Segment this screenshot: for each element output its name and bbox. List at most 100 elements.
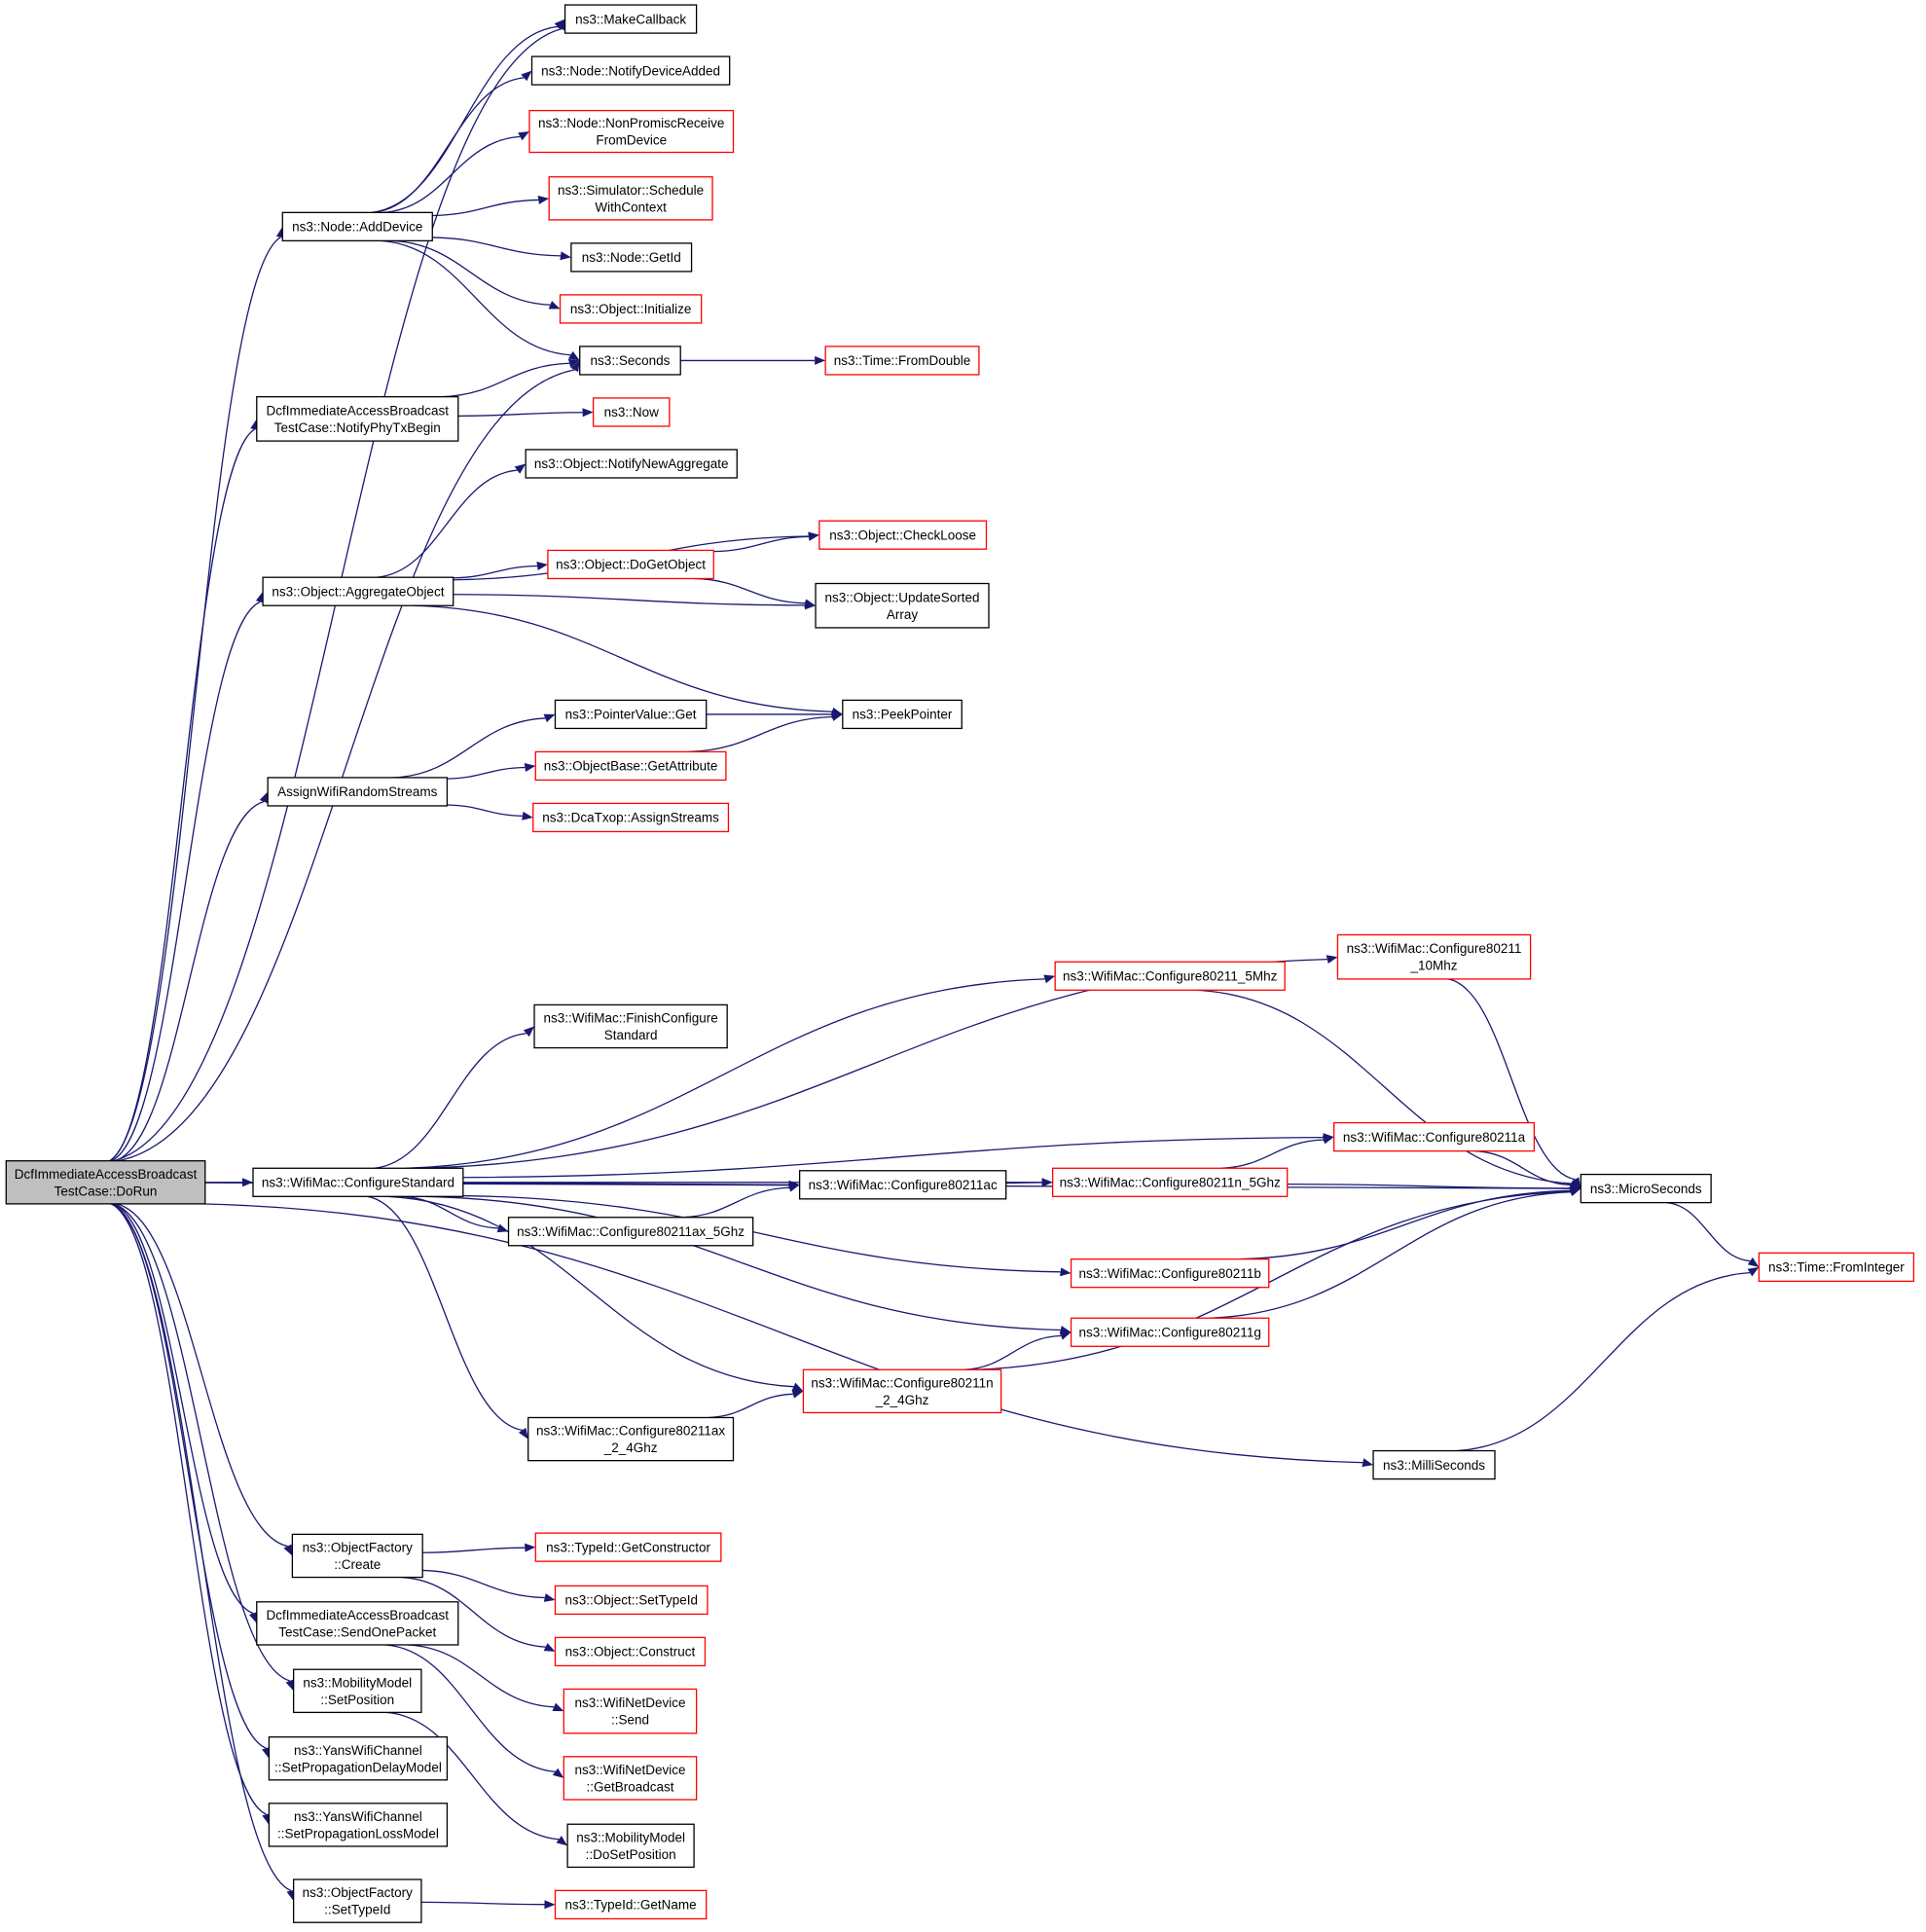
arrowhead — [543, 713, 556, 723]
node-ofcreate[interactable]: ns3::ObjectFactory::Create — [291, 1533, 423, 1579]
node-c80211n24[interactable]: ns3::WifiMac::Configure80211n_2_4Ghz — [802, 1368, 1002, 1414]
node-milli[interactable]: ns3::MilliSeconds — [1372, 1449, 1496, 1480]
node-getid[interactable]: ns3::Node::GetId — [570, 242, 693, 273]
node-notifyagg[interactable]: ns3::Object::NotifyNewAggregate — [525, 449, 738, 479]
edge-cfgstd-to-c80211ax24 — [367, 1195, 528, 1440]
arrowhead — [567, 350, 580, 361]
node-label: ns3::WifiNetDevice — [574, 1763, 685, 1777]
arrowhead — [1326, 955, 1338, 965]
edge-root-to-notifyphy — [109, 419, 260, 1162]
node-aggobj[interactable]: ns3::Object::AggregateObject — [262, 576, 454, 606]
node-box — [1333, 1121, 1536, 1152]
node-label: DcfImmediateAccessBroadcast — [266, 403, 449, 418]
node-getname[interactable]: ns3::TypeId::GetName — [554, 1889, 708, 1920]
node-makecb[interactable]: ns3::MakeCallback — [563, 4, 698, 34]
node-objinit[interactable]: ns3::Object::Initialize — [559, 294, 703, 324]
node-label: ns3::Node::NotifyDeviceAdded — [541, 63, 720, 78]
edge-mmsetpos-to-mmdosetpos — [386, 1711, 568, 1846]
node-label: Standard — [604, 1028, 658, 1042]
node-box — [548, 176, 713, 221]
node-root[interactable]: DcfImmediateAccessBroadcastTestCase::DoR… — [5, 1160, 206, 1205]
arrowhead — [536, 562, 548, 570]
node-ofsettypeid[interactable]: ns3::ObjectFactory::SetTypeId — [292, 1878, 422, 1923]
node-label: ns3::Node::GetId — [582, 250, 681, 265]
node-box — [1054, 961, 1286, 991]
edge-aggobj-to-peekptr — [414, 604, 843, 716]
node-micro[interactable]: ns3::MicroSeconds — [1580, 1173, 1712, 1204]
node-fromdouble[interactable]: ns3::Time::FromDouble — [824, 346, 980, 376]
node-mmdosetpos[interactable]: ns3::MobilityModel::DoSetPosition — [566, 1823, 695, 1869]
arrowhead — [815, 355, 826, 365]
node-box — [563, 4, 698, 34]
node-notifydev[interactable]: ns3::Node::NotifyDeviceAdded — [530, 55, 731, 86]
node-c80211ax5[interactable]: ns3::WifiMac::Configure80211ax_5Ghz — [507, 1217, 754, 1247]
node-dogetobj[interactable]: ns3::Object::DoGetObject — [547, 549, 714, 580]
node-box — [267, 777, 449, 807]
node-sendone[interactable]: DcfImmediateAccessBroadcastTestCase::Sen… — [256, 1601, 459, 1646]
arrowhead — [241, 1178, 253, 1187]
node-label: DcfImmediateAccessBroadcast — [15, 1167, 198, 1182]
edge-root-to-ofcreate — [116, 1203, 293, 1556]
arrowhead — [552, 1702, 564, 1712]
node-c80211n5[interactable]: ns3::WifiMac::Configure80211n_5Ghz — [1051, 1167, 1289, 1197]
node-box — [554, 1585, 709, 1616]
node-box — [268, 1735, 449, 1781]
node-label: ns3::Node::NonPromiscReceive — [538, 116, 724, 130]
node-checkloose[interactable]: ns3::Object::CheckLoose — [818, 520, 988, 550]
arrowhead — [262, 1746, 271, 1759]
edge-root-to-adddev — [109, 226, 285, 1162]
node-c80211b[interactable]: ns3::WifiMac::Configure80211b — [1070, 1258, 1270, 1289]
node-label: ns3::Simulator::Schedule — [558, 183, 704, 198]
node-getattr[interactable]: ns3::ObjectBase::GetAttribute — [534, 750, 727, 782]
node-notifyphy[interactable]: DcfImmediateAccessBroadcastTestCase::Not… — [256, 396, 459, 442]
node-label: ns3::MobilityModel — [303, 1675, 412, 1690]
node-label: ns3::ObjectFactory — [303, 1541, 414, 1555]
node-frominteger[interactable]: ns3::Time::FromInteger — [1758, 1252, 1915, 1283]
node-label: ns3::MicroSeconds — [1590, 1182, 1702, 1196]
node-box — [5, 1160, 206, 1205]
node-wndsend[interactable]: ns3::WifiNetDevice::Send — [563, 1688, 698, 1734]
edge-c5mhz-to-micro — [1197, 989, 1581, 1189]
node-dcaassign[interactable]: ns3::DcaTxop::AssignStreams — [532, 802, 730, 833]
node-wndbcast[interactable]: ns3::WifiNetDevice::GetBroadcast — [563, 1756, 698, 1801]
node-cfgstd[interactable]: ns3::WifiMac::ConfigureStandard — [252, 1167, 464, 1197]
node-box — [533, 1003, 728, 1049]
node-getctor[interactable]: ns3::TypeId::GetConstructor — [534, 1532, 722, 1562]
node-assignwifi[interactable]: AssignWifiRandomStreams — [267, 777, 449, 807]
node-settypeid[interactable]: ns3::Object::SetTypeId — [554, 1585, 709, 1616]
node-construct[interactable]: ns3::Object::Construct — [554, 1636, 707, 1667]
node-ywcdelay[interactable]: ns3::YansWifiChannel::SetPropagationDela… — [268, 1735, 449, 1781]
edge-ofcreate-to-settypeid — [422, 1569, 556, 1602]
edge-c10mhz-to-micro — [1447, 978, 1581, 1189]
node-label: ns3::ObjectFactory — [303, 1885, 414, 1900]
node-c5mhz[interactable]: ns3::WifiMac::Configure80211_5Mhz — [1054, 961, 1286, 991]
node-pvget[interactable]: ns3::PointerValue::Get — [554, 699, 708, 730]
node-c80211a[interactable]: ns3::WifiMac::Configure80211a — [1333, 1121, 1536, 1152]
node-label: ::SetTypeId — [324, 1903, 390, 1917]
edge-c80211n24-to-micro — [973, 1186, 1581, 1370]
node-label: ns3::WifiMac::Configure80211ax_5Ghz — [517, 1224, 745, 1239]
edge-getattr-to-peekptr — [688, 712, 843, 753]
node-c10mhz[interactable]: ns3::WifiMac::Configure80211_10Mhz — [1336, 933, 1532, 980]
node-ywcloss[interactable]: ns3::YansWifiChannel::SetPropagationLoss… — [268, 1803, 449, 1847]
node-c80211ax24[interactable]: ns3::WifiMac::Configure80211ax_2_4Ghz — [527, 1416, 735, 1462]
arrowhead — [518, 131, 529, 141]
node-now[interactable]: ns3::Now — [592, 397, 671, 427]
node-mmsetpos[interactable]: ns3::MobilityModel::SetPosition — [292, 1668, 422, 1714]
node-box — [292, 1878, 422, 1923]
node-c80211ac[interactable]: ns3::WifiMac::Configure80211ac — [798, 1170, 1007, 1200]
node-box — [1070, 1258, 1270, 1289]
node-seconds[interactable]: ns3::Seconds — [579, 346, 681, 376]
arrowhead — [556, 1836, 568, 1846]
edge-cfgstd-to-c80211b — [462, 1194, 1072, 1277]
node-box — [1758, 1252, 1915, 1283]
node-label: DcfImmediateAccessBroadcast — [266, 1608, 449, 1622]
node-peekptr[interactable]: ns3::PeekPointer — [842, 699, 963, 730]
node-c80211g[interactable]: ns3::WifiMac::Configure80211g — [1070, 1317, 1270, 1347]
node-adddev[interactable]: ns3::Node::AddDevice — [281, 211, 433, 242]
